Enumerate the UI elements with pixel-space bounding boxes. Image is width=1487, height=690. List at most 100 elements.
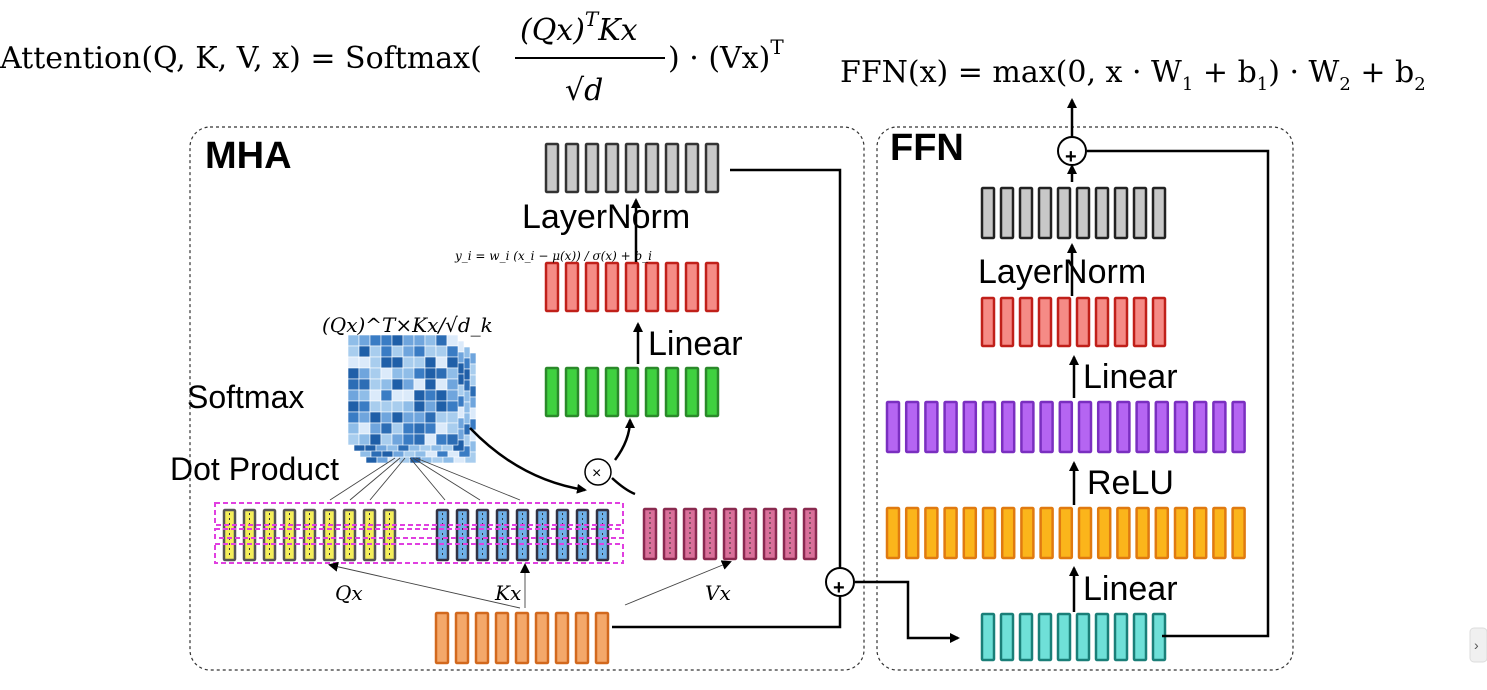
attention-matrix-cell <box>369 378 382 391</box>
k-label: Kx <box>494 581 521 605</box>
ffn-purple-cell <box>885 400 901 454</box>
mha-layernorm-red-cell <box>664 261 680 313</box>
attention-matrix-cell <box>369 433 382 446</box>
ffn-teal-input-cell <box>1075 612 1091 662</box>
chevron-right-icon[interactable]: › <box>1474 637 1479 653</box>
qk-group-dashed-box-2 <box>214 528 624 539</box>
ffn-orange-cell <box>1116 506 1131 560</box>
attention-matrix-cell <box>424 367 437 380</box>
mha-linear-label: Linear <box>648 325 743 363</box>
ffn-purple-cell <box>981 400 997 454</box>
ffn-output-gray-cell <box>1094 186 1110 240</box>
ffn-purple-cell <box>1173 400 1189 454</box>
multiply-symbol: × <box>592 465 601 482</box>
ffn-orange-cell <box>924 506 939 560</box>
attention-matrix-cell <box>435 367 448 380</box>
v-label: Vx <box>705 581 731 605</box>
attention-matrix-cell <box>424 356 437 369</box>
mha-input-orange-cell <box>494 611 510 665</box>
ffn-teal-input-cell <box>1056 612 1072 662</box>
dot-line-4 <box>409 457 446 501</box>
ffn-orange-cell <box>1231 506 1246 560</box>
ffn-linear-bottom-label: Linear <box>1083 570 1178 608</box>
scroll-handle[interactable] <box>1469 627 1487 663</box>
attn-matrix-label: (Qx)^T×Kx/√d_k <box>322 313 493 337</box>
attention-matrix-cell <box>380 422 393 435</box>
attention-matrix-cell <box>413 378 426 391</box>
ffn-output-gray-cell <box>1056 186 1072 240</box>
attention-matrix-cell <box>446 389 459 402</box>
mha-layernorm-red-cell <box>624 261 640 313</box>
ffn-orange-cell <box>943 506 958 560</box>
attention-matrix-cell <box>391 400 404 413</box>
ffn-linear-top-label: Linear <box>1083 358 1178 396</box>
ffn-orange-cell <box>885 506 901 560</box>
layernorm-formula: y_i = w_i (x_i − μ(x)) / σ(x) + b_i <box>454 249 652 263</box>
attention-matrix-cell <box>347 389 360 402</box>
attention-matrix <box>347 334 477 464</box>
ffn-block-border <box>876 126 1294 671</box>
attention-matrix-cell <box>435 411 448 424</box>
ffn-output-gray <box>980 186 1167 240</box>
ffn-purple-cell <box>1058 400 1074 454</box>
arrow-mha-to-ffn <box>855 580 960 643</box>
mha-linear-green-cell <box>684 366 700 418</box>
ffn-purple-cell <box>1135 400 1150 454</box>
ffn-arrows <box>1067 98 1270 638</box>
ffn-teal-input-cell <box>1037 612 1053 662</box>
ffn-output-gray-cell <box>1132 186 1148 240</box>
attention-matrix-cell <box>413 389 426 402</box>
softmax-label: Softmax <box>187 379 304 415</box>
attention-matrix-cell <box>380 400 393 413</box>
ffn-output-gray-cell <box>980 186 996 240</box>
mha-linear-green-cell <box>664 366 680 418</box>
ffn-teal-input-cell <box>1018 612 1034 662</box>
arrow-matrix-to-mult <box>469 427 587 494</box>
attention-matrix-cell <box>402 400 415 413</box>
attention-matrix-cell <box>358 411 371 424</box>
ffn-orange <box>885 506 1246 560</box>
attention-matrix-cell <box>435 400 448 413</box>
ffn-layernorm-red-cell <box>1113 296 1129 348</box>
mha-residual-line <box>730 168 842 568</box>
attention-matrix-cell <box>413 367 426 380</box>
mha-q-vector <box>222 508 397 562</box>
attention-matrix-cell <box>380 356 393 369</box>
attention-matrix-cell <box>402 378 415 391</box>
mha-linear-green-cell <box>644 366 660 418</box>
attention-matrix-cell <box>380 411 393 424</box>
mha-layernorm-red <box>544 261 720 313</box>
ffn-add-node <box>1057 136 1087 166</box>
mha-linear-green-cell <box>604 366 620 418</box>
ffn-purple-cell <box>1039 400 1054 454</box>
attention-matrix-cell <box>446 400 459 413</box>
attention-matrix-cell <box>358 422 371 435</box>
mha-input-orange-cell <box>434 611 450 665</box>
attention-matrix-cell <box>369 400 382 413</box>
mha-input-orange-cell <box>454 611 470 665</box>
attention-matrix-cell <box>347 433 360 446</box>
attention-matrix-cell <box>358 400 371 413</box>
mha-input-orange <box>434 611 610 665</box>
attention-matrix-cell <box>413 400 426 413</box>
ffn-purple-cell <box>943 400 958 454</box>
ffn-orange-cell <box>904 506 920 560</box>
mha-linear-green-cell <box>584 366 600 418</box>
ffn-teal-input-cell <box>1132 612 1148 662</box>
ffn-purple-cell <box>924 400 939 454</box>
ffn-orange-cell <box>1154 506 1170 560</box>
attention-matrix-cell <box>424 389 437 402</box>
attention-matrix-cell <box>358 367 371 380</box>
dot-line-3 <box>369 457 406 501</box>
ffn-output-gray-cell <box>999 186 1015 240</box>
mha-layernorm-red-cell <box>644 261 660 313</box>
mha-output-gray-cell <box>664 142 680 194</box>
mha-layernorm-red-cell <box>604 261 620 313</box>
attention-matrix-cell <box>358 378 371 391</box>
ffn-layernorm-red-cell <box>1151 296 1167 348</box>
vector-blocks <box>214 142 1246 665</box>
ffn-layernorm-red <box>980 296 1167 348</box>
relu-label: ReLU <box>1087 464 1174 502</box>
ffn-teal-input-cell <box>999 612 1015 662</box>
attention-matrix-cell <box>446 356 459 369</box>
